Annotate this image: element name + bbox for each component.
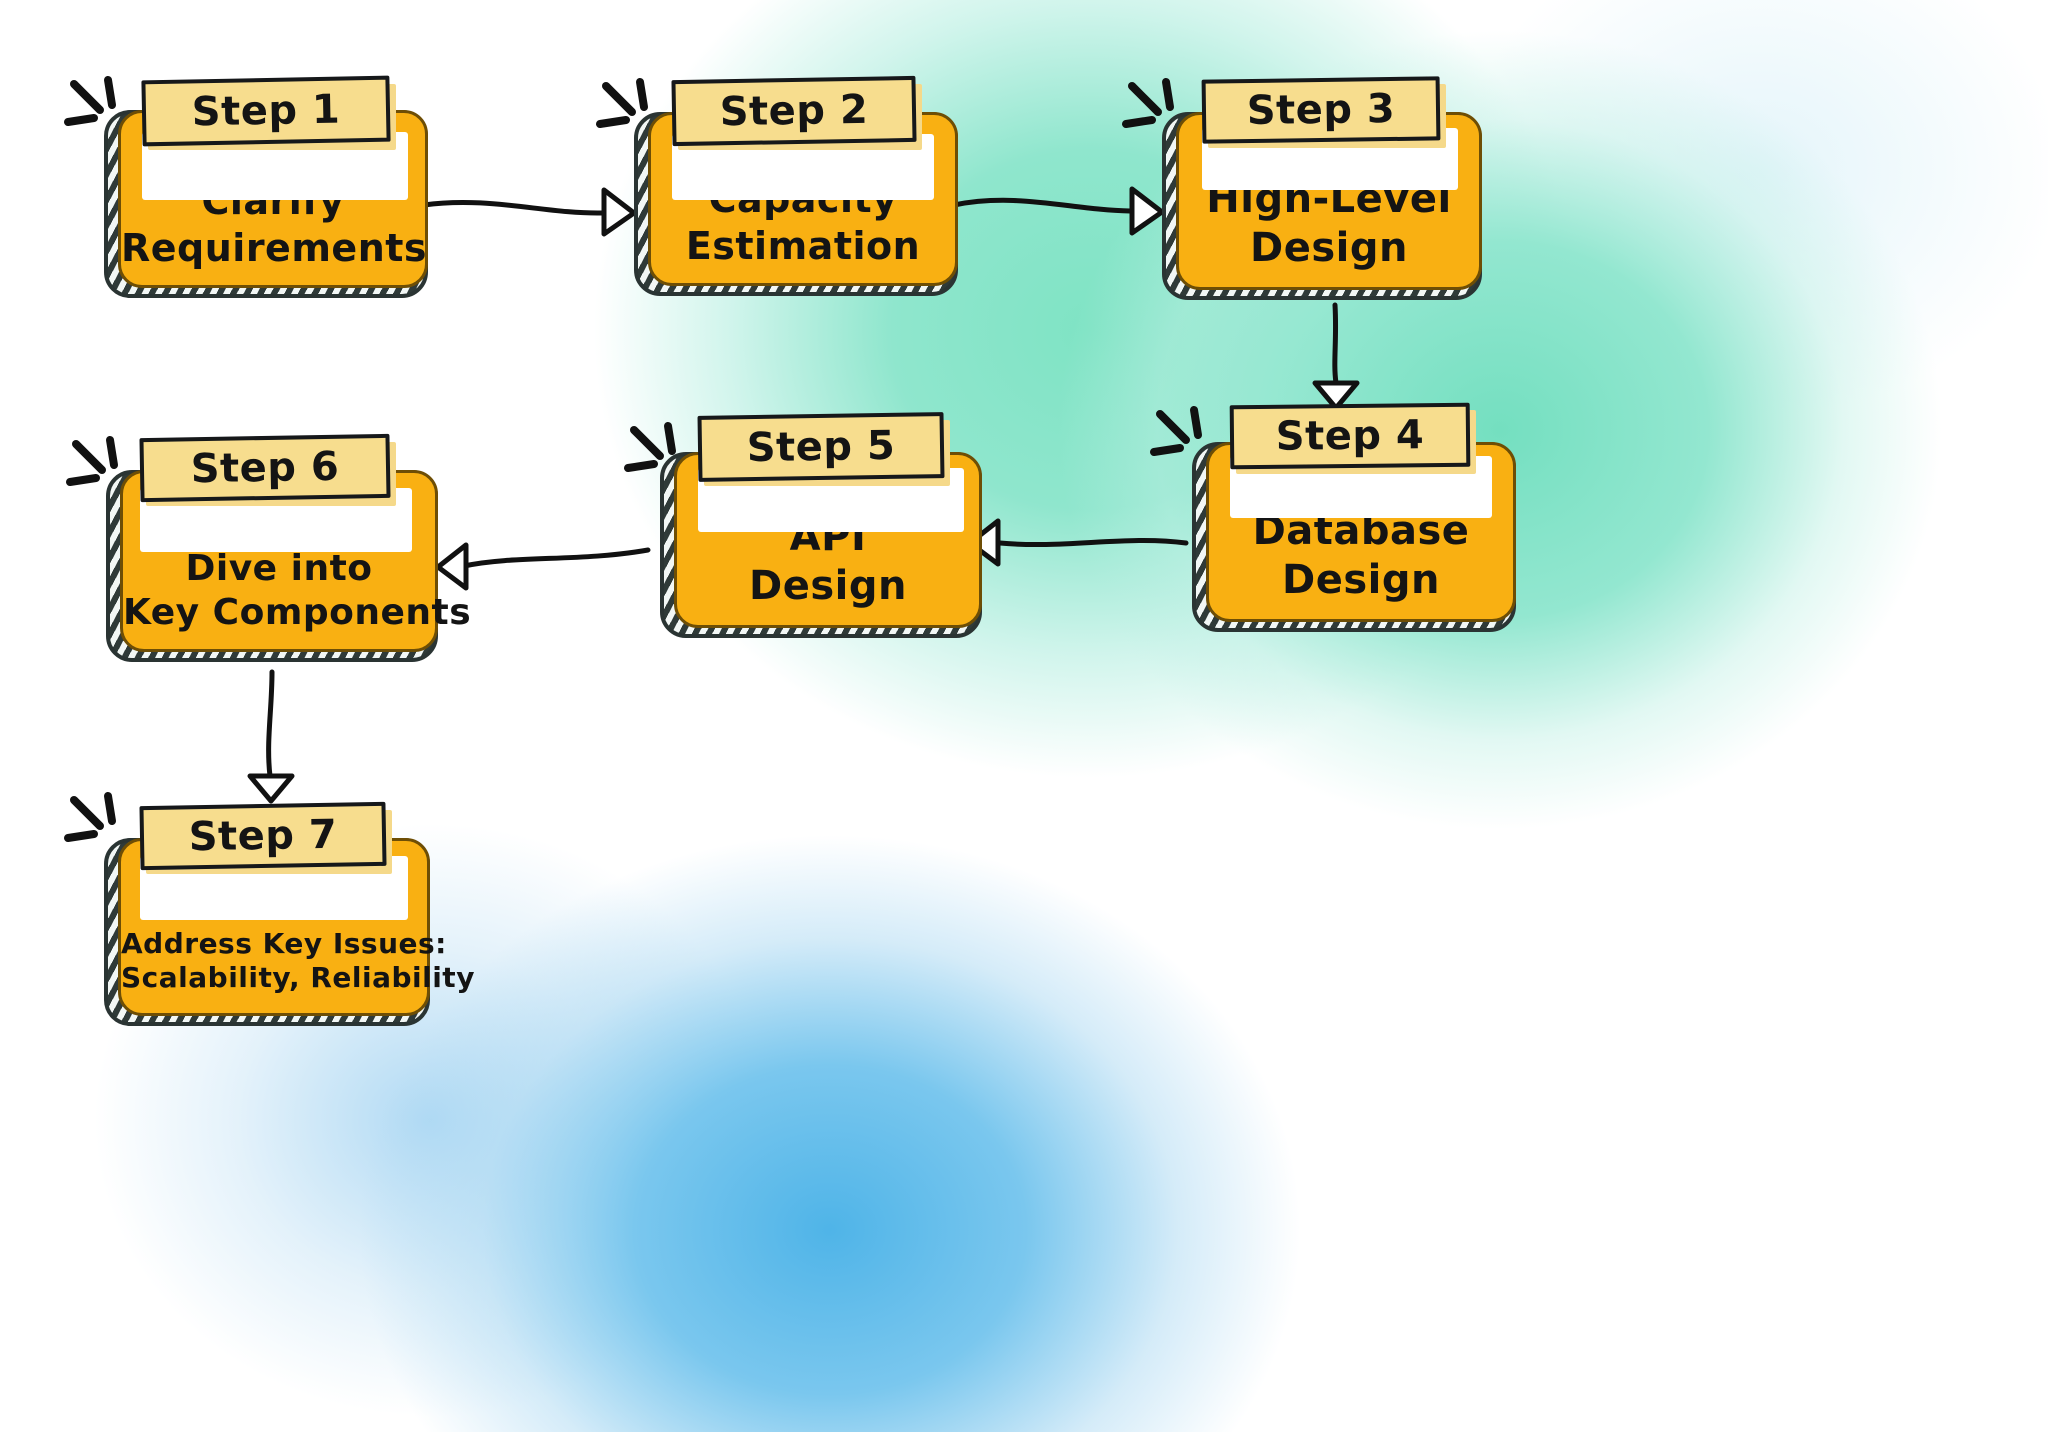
node-step4-text: Database Design [1209,507,1513,605]
node-step5[interactable]: API Design Step 5 [660,412,982,638]
node-step5-tab-label: Step 5 [746,422,896,472]
node-step7-line-2: Scalability, Reliability [121,960,475,994]
node-step3-line-2: Design [1250,225,1408,272]
node-step2-line-2: Estimation [685,223,921,268]
node-step2[interactable]: Capacity Estimation Step 2 [634,75,958,296]
node-step6-line-2: Key Components [123,592,472,634]
node-step4-tab[interactable]: Step 4 [1229,402,1471,470]
node-step1-tab-label: Step 1 [191,86,341,136]
node-step6-tab[interactable]: Step 6 [139,433,391,503]
node-step6-tab-label: Step 6 [190,443,340,493]
node-step5-line-2: Design [749,563,907,610]
node-step1-line-2: Requirements [121,225,428,270]
node-step7-tab[interactable]: Step 7 [139,801,387,871]
node-step4-tab-label: Step 4 [1275,412,1425,460]
node-step7-text: Address Key Issues: Scalability, Reliabi… [121,926,475,995]
node-step2-tab[interactable]: Step 2 [671,75,917,147]
node-step6-line-1: Dive into [185,548,373,590]
node-step5-tab[interactable]: Step 5 [697,412,945,482]
node-step4[interactable]: Database Design Step 4 [1192,402,1516,632]
node-step1-tab[interactable]: Step 1 [141,75,391,147]
node-step3-tab-label: Step 3 [1246,85,1396,135]
node-step6-text: Dive into Key Components [123,547,472,635]
node-step6[interactable]: Dive into Key Components Step 6 [106,433,472,662]
node-step1[interactable]: Clarify Requirements Step 1 [104,75,428,298]
node-step7-line-1: Address Key Issues: [121,926,447,960]
node-step3-tab[interactable]: Step 3 [1201,76,1441,144]
node-step7[interactable]: Address Key Issues: Scalability, Reliabi… [104,801,475,1026]
node-step2-tab-label: Step 2 [719,86,869,136]
node-step3[interactable]: High-Level Design Step 3 [1162,76,1482,300]
node-step5-text: API Design [677,513,979,611]
node-step4-line-2: Design [1282,557,1440,604]
node-step7-tab-label: Step 7 [188,811,338,861]
node-step3-text: High-Level Design [1179,175,1479,273]
